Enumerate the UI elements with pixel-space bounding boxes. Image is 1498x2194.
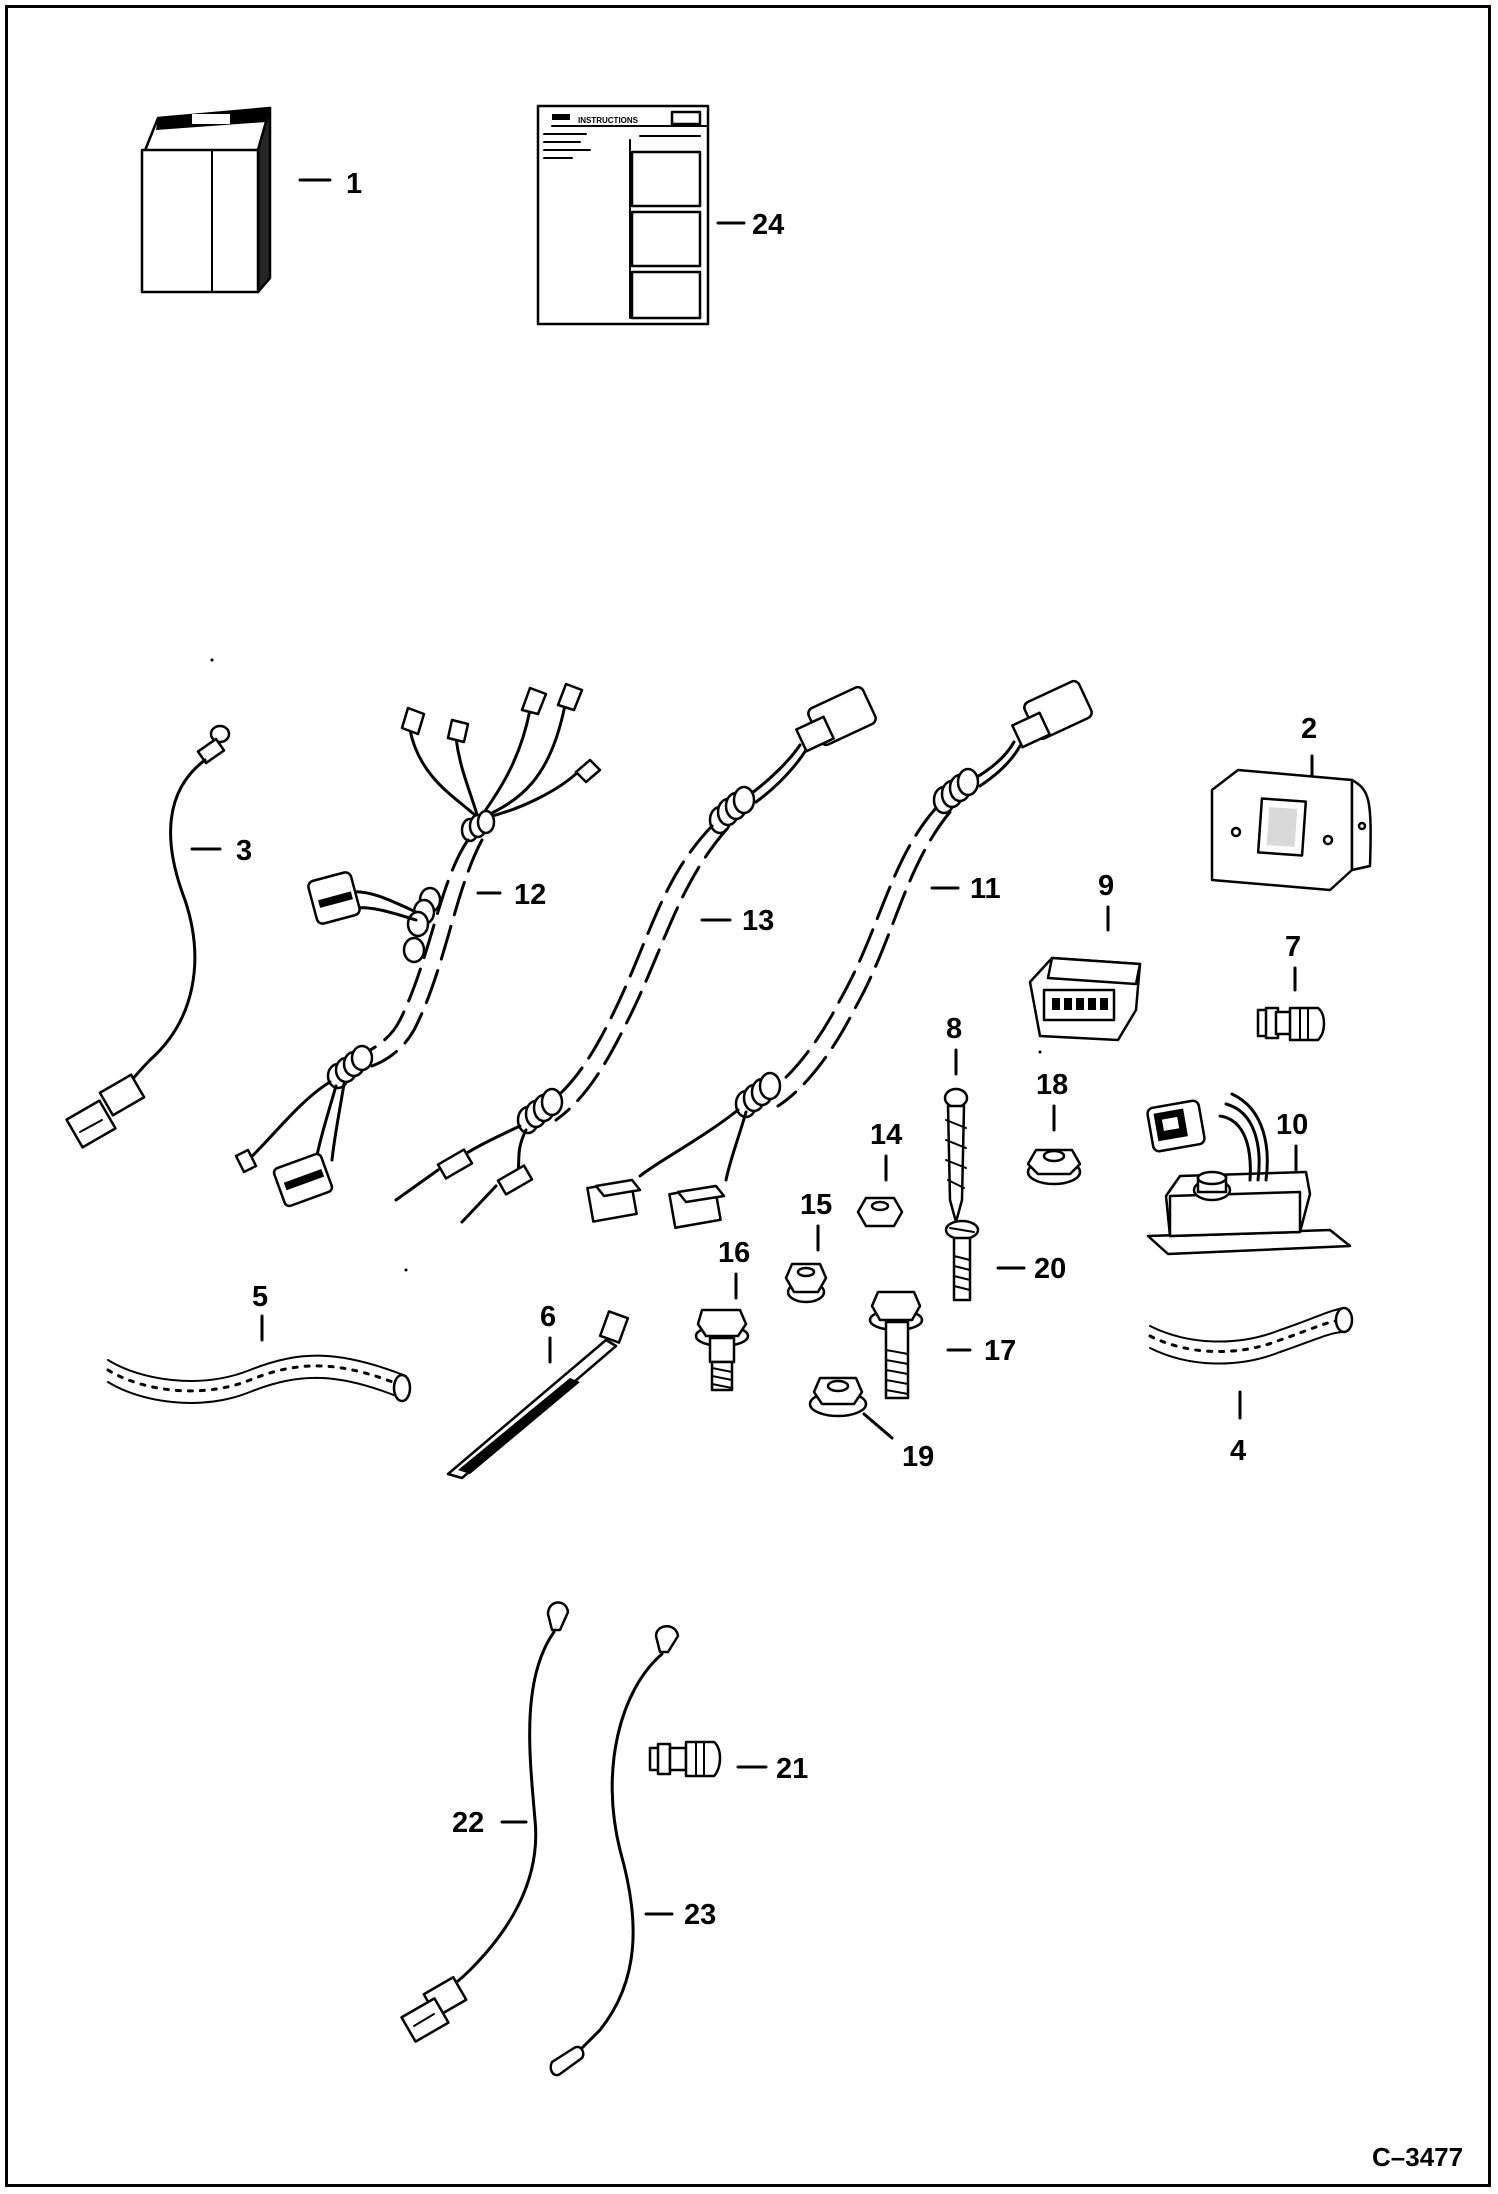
part-20-screw	[944, 1219, 980, 1302]
part-17-bolt	[868, 1290, 924, 1400]
callout-1: 1	[346, 168, 362, 200]
leader-19	[862, 1412, 894, 1440]
part-23-wire	[549, 1625, 680, 2077]
part-4-tubing	[1148, 1306, 1354, 1365]
callout-21: 21	[776, 1753, 808, 1785]
part-13-harness	[394, 685, 877, 1224]
callout-15: 15	[800, 1189, 832, 1221]
part-6-tie	[446, 1310, 630, 1480]
callout-16: 16	[718, 1237, 750, 1269]
callout-20: 20	[1034, 1253, 1066, 1285]
callout-9: 9	[1098, 870, 1114, 902]
part-14-nut	[856, 1196, 904, 1228]
part-18-nut	[1026, 1148, 1082, 1186]
part-8-screw	[943, 1087, 969, 1224]
part-12-harness	[234, 682, 602, 1208]
part-24-manual: INSTRUCTIONS	[536, 104, 710, 326]
callout-labels: 1 2 3 4 5 6 7 8 9 10 11 12 13 14 15 16 1…	[236, 168, 1317, 1931]
part-21-sender	[648, 1740, 722, 1778]
part-10-flasher	[1146, 1092, 1352, 1256]
callout-24: 24	[752, 209, 784, 241]
callout-5: 5	[252, 1281, 268, 1313]
callout-3: 3	[236, 835, 252, 867]
part-2-bracket	[1210, 768, 1372, 892]
speck	[404, 1268, 408, 1272]
callout-12: 12	[514, 879, 546, 911]
callout-18: 18	[1036, 1069, 1068, 1101]
figure-code: C–3477	[1372, 2142, 1463, 2172]
part-16-bolt	[694, 1308, 750, 1392]
callout-23: 23	[684, 1899, 716, 1931]
callout-13: 13	[742, 905, 774, 937]
part-5-tubing	[106, 1354, 412, 1404]
speck	[1038, 1050, 1042, 1054]
callout-6: 6	[540, 1301, 556, 1333]
part-3-wire	[65, 724, 231, 1149]
callout-8: 8	[946, 1013, 962, 1045]
callout-10: 10	[1276, 1109, 1308, 1141]
callout-19: 19	[902, 1441, 934, 1473]
speck	[210, 658, 214, 662]
callout-14: 14	[870, 1119, 902, 1151]
callout-4: 4	[1230, 1435, 1246, 1467]
part-1-box	[140, 106, 272, 294]
part-22-wire	[400, 1601, 570, 2043]
part-9-module	[1028, 956, 1142, 1042]
part-7-sender	[1256, 1006, 1326, 1042]
callout-11: 11	[970, 873, 1001, 905]
callout-22: 22	[452, 1807, 484, 1839]
callout-17: 17	[984, 1335, 1016, 1367]
part-15-nut	[784, 1262, 828, 1304]
callout-7: 7	[1285, 931, 1301, 963]
part-19-nut	[808, 1376, 868, 1418]
manual-title: INSTRUCTIONS	[578, 116, 639, 125]
callout-2: 2	[1301, 713, 1317, 745]
part-11-harness	[586, 679, 1093, 1229]
